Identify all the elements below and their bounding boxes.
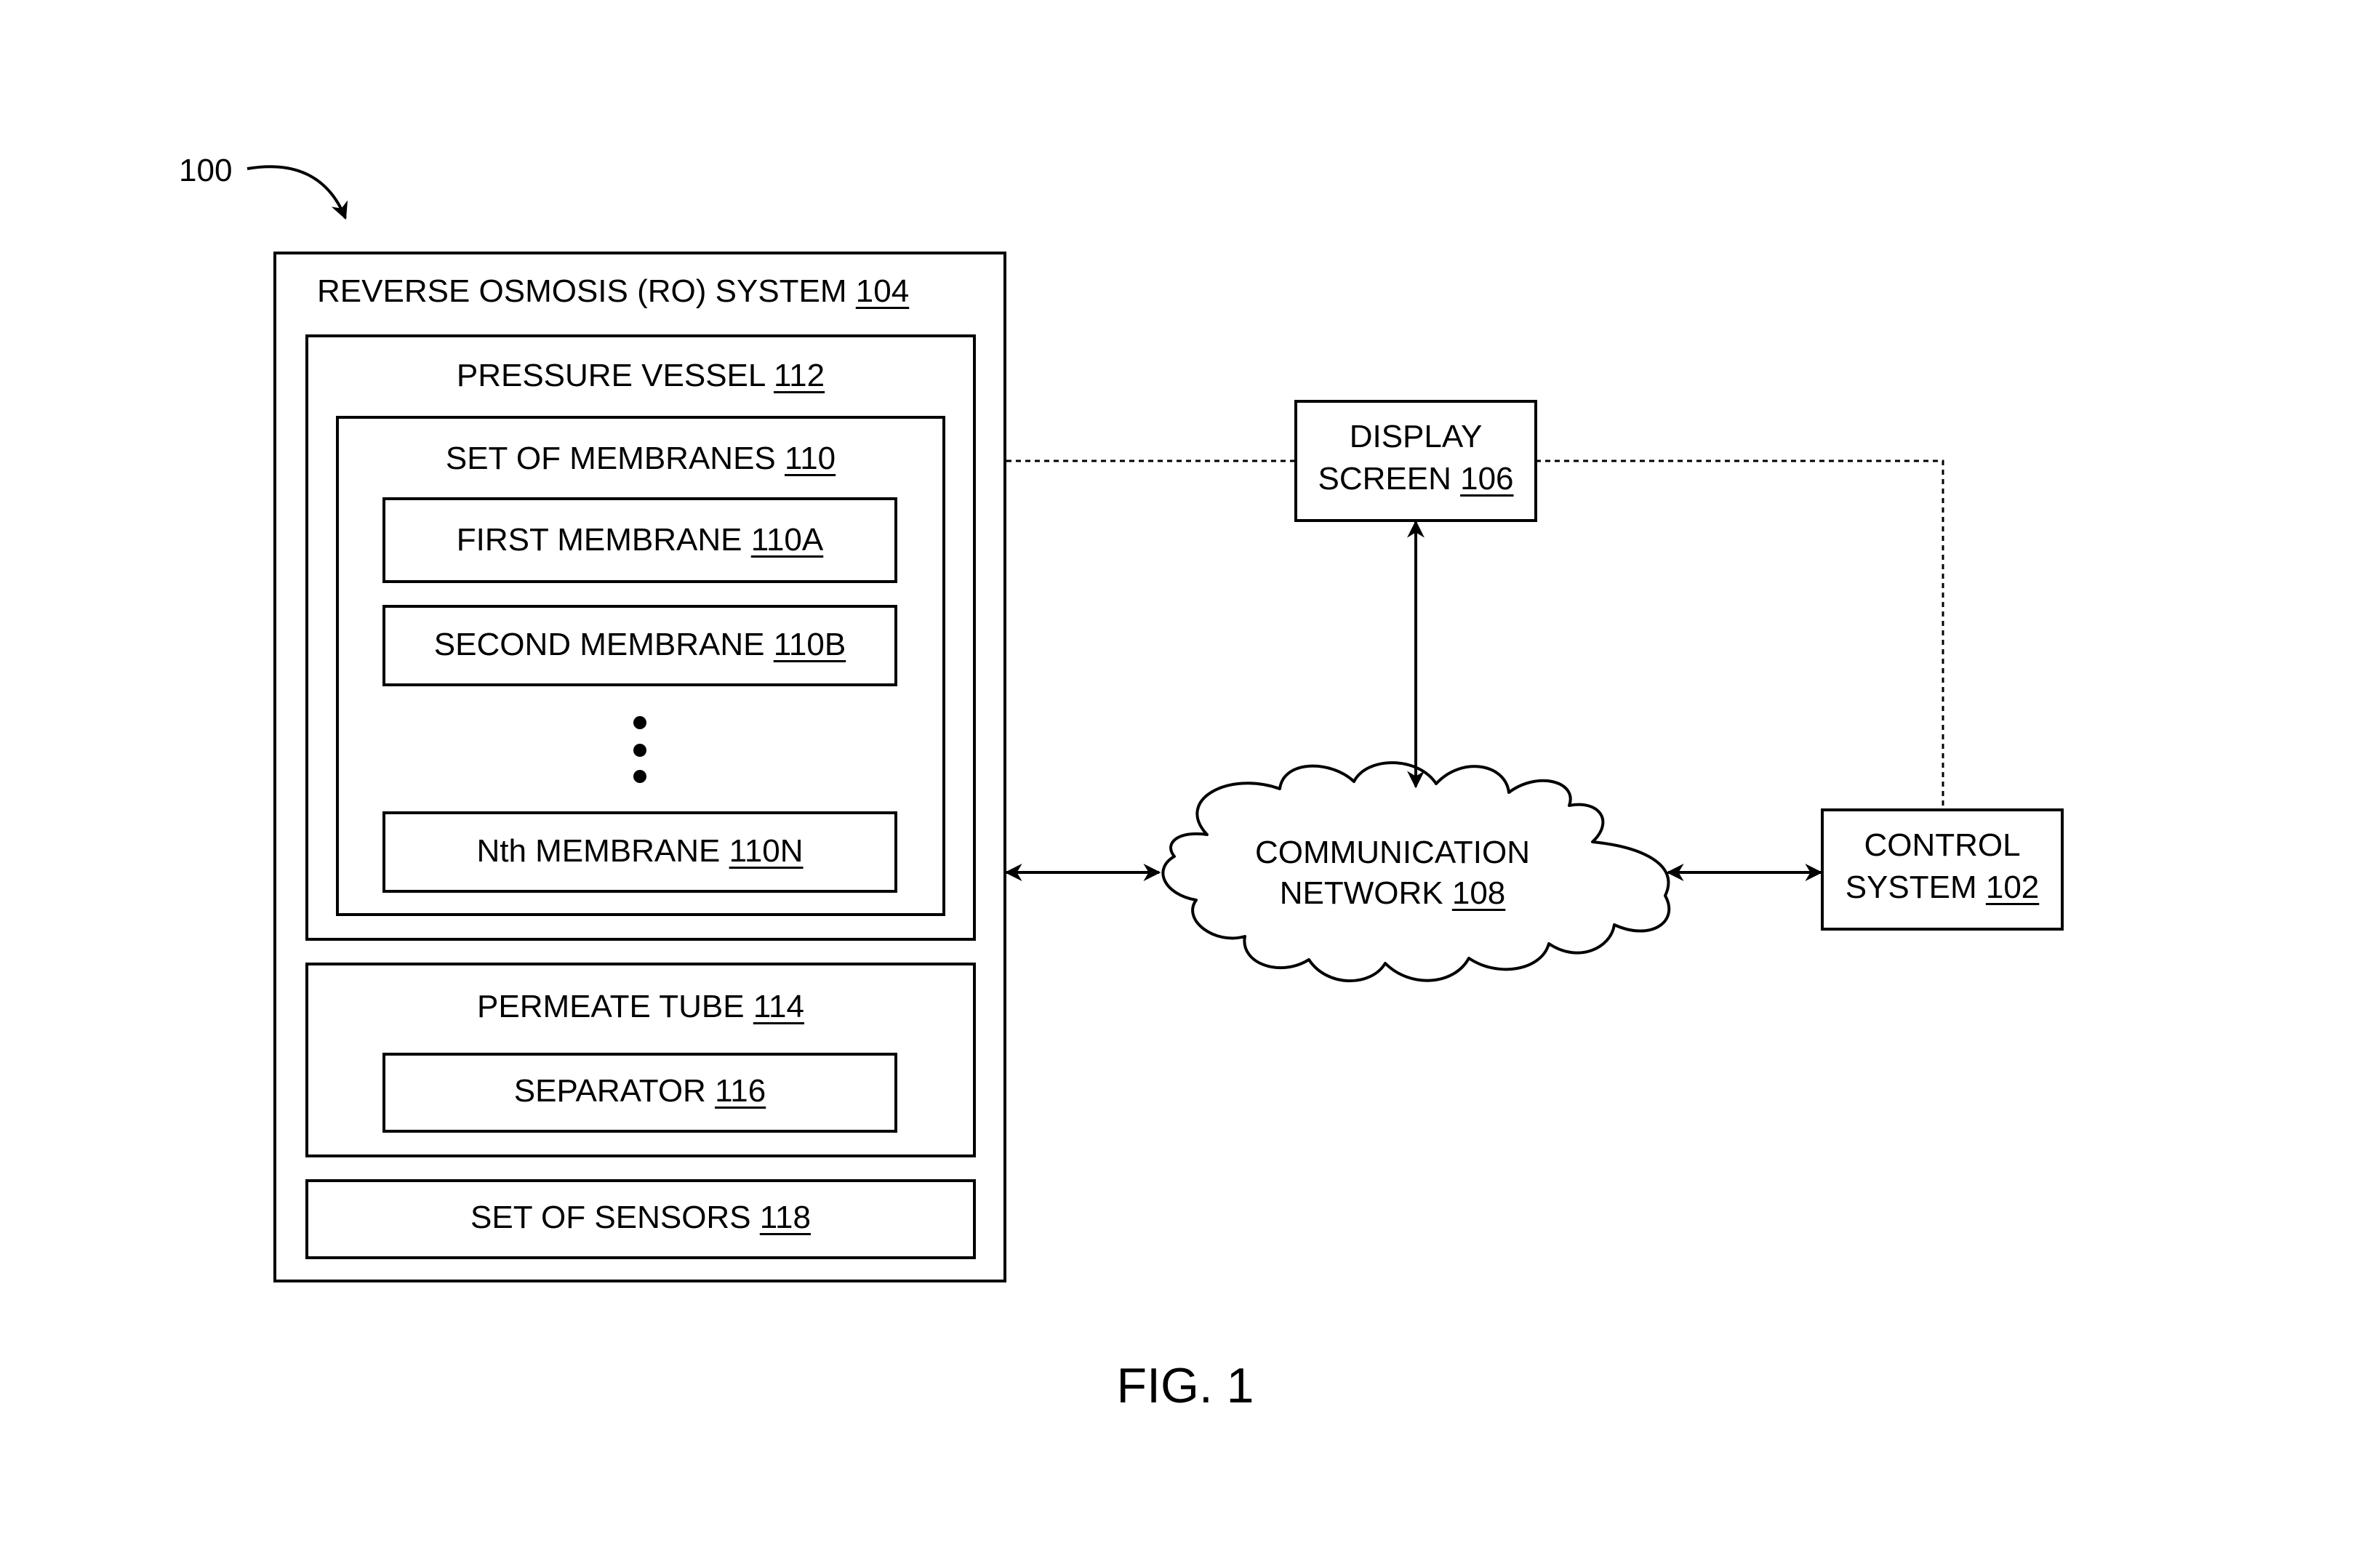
display-screen-label-line1: DISPLAY <box>1349 419 1483 454</box>
separator-label: SEPARATOR 116 <box>513 1073 766 1109</box>
first-membrane-label: FIRST MEMBRANE 110A <box>456 522 824 558</box>
control-system-label-line1: CONTROL <box>1864 827 2021 863</box>
permeate-tube-label: PERMEATE TUBE 114 <box>477 989 804 1024</box>
nth-membrane-ref: 110N <box>729 833 804 869</box>
control-system-ref: 102 <box>1985 870 2040 905</box>
first-membrane-box <box>382 497 897 583</box>
sensors-label: SET OF SENSORS 118 <box>470 1200 811 1235</box>
network-label-line2: NETWORK 108 <box>1279 875 1506 911</box>
pressure-vessel-ref: 112 <box>773 358 825 393</box>
sensors-box <box>305 1179 976 1259</box>
second-membrane-ref: 110B <box>773 627 846 662</box>
pressure-vessel-label: PRESSURE VESSEL 112 <box>456 358 825 393</box>
first-membrane-ref: 110A <box>750 522 824 558</box>
ro-system-ref: 104 <box>855 273 910 309</box>
ro-system-box <box>273 252 1006 1282</box>
second-membrane-label: SECOND MEMBRANE 110B <box>433 627 846 662</box>
control-system-label-line2: SYSTEM 102 <box>1845 870 2040 905</box>
membrane-set-ref: 110 <box>785 441 836 476</box>
network-cloud <box>1161 761 1671 983</box>
ro-system-label: REVERSE OSMOSIS (RO) SYSTEM 104 <box>317 273 910 309</box>
ellipsis-dot <box>633 744 646 757</box>
display-screen-label-line2: SCREEN 106 <box>1318 461 1514 497</box>
separator-ref: 116 <box>715 1073 766 1109</box>
figure-caption: FIG. 1 <box>1116 1358 1254 1413</box>
ellipsis-dot <box>633 716 646 729</box>
pressure-vessel-box <box>305 334 976 941</box>
network-ref: 108 <box>1451 875 1506 911</box>
membrane-set-box <box>336 416 945 916</box>
membrane-set-label: SET OF MEMBRANES 110 <box>445 441 836 476</box>
display-screen-ref: 106 <box>1460 461 1514 497</box>
separator-box <box>382 1053 897 1133</box>
figure-ref-number: 100 <box>179 153 233 188</box>
nth-membrane-box <box>382 811 897 893</box>
dashed-link-display-control <box>1536 459 1944 810</box>
network-label-line1: COMMUNICATION <box>1254 835 1531 870</box>
figure-ref-arrow <box>247 165 348 220</box>
permeate-tube-box <box>305 963 976 1157</box>
permeate-tube-ref: 114 <box>753 989 804 1024</box>
figure-ref-label: 100 <box>179 150 232 192</box>
sensors-ref: 118 <box>759 1200 811 1235</box>
ellipsis-dot <box>633 770 646 783</box>
nth-membrane-label: Nth MEMBRANE 110N <box>476 833 804 869</box>
second-membrane-box <box>382 605 897 686</box>
